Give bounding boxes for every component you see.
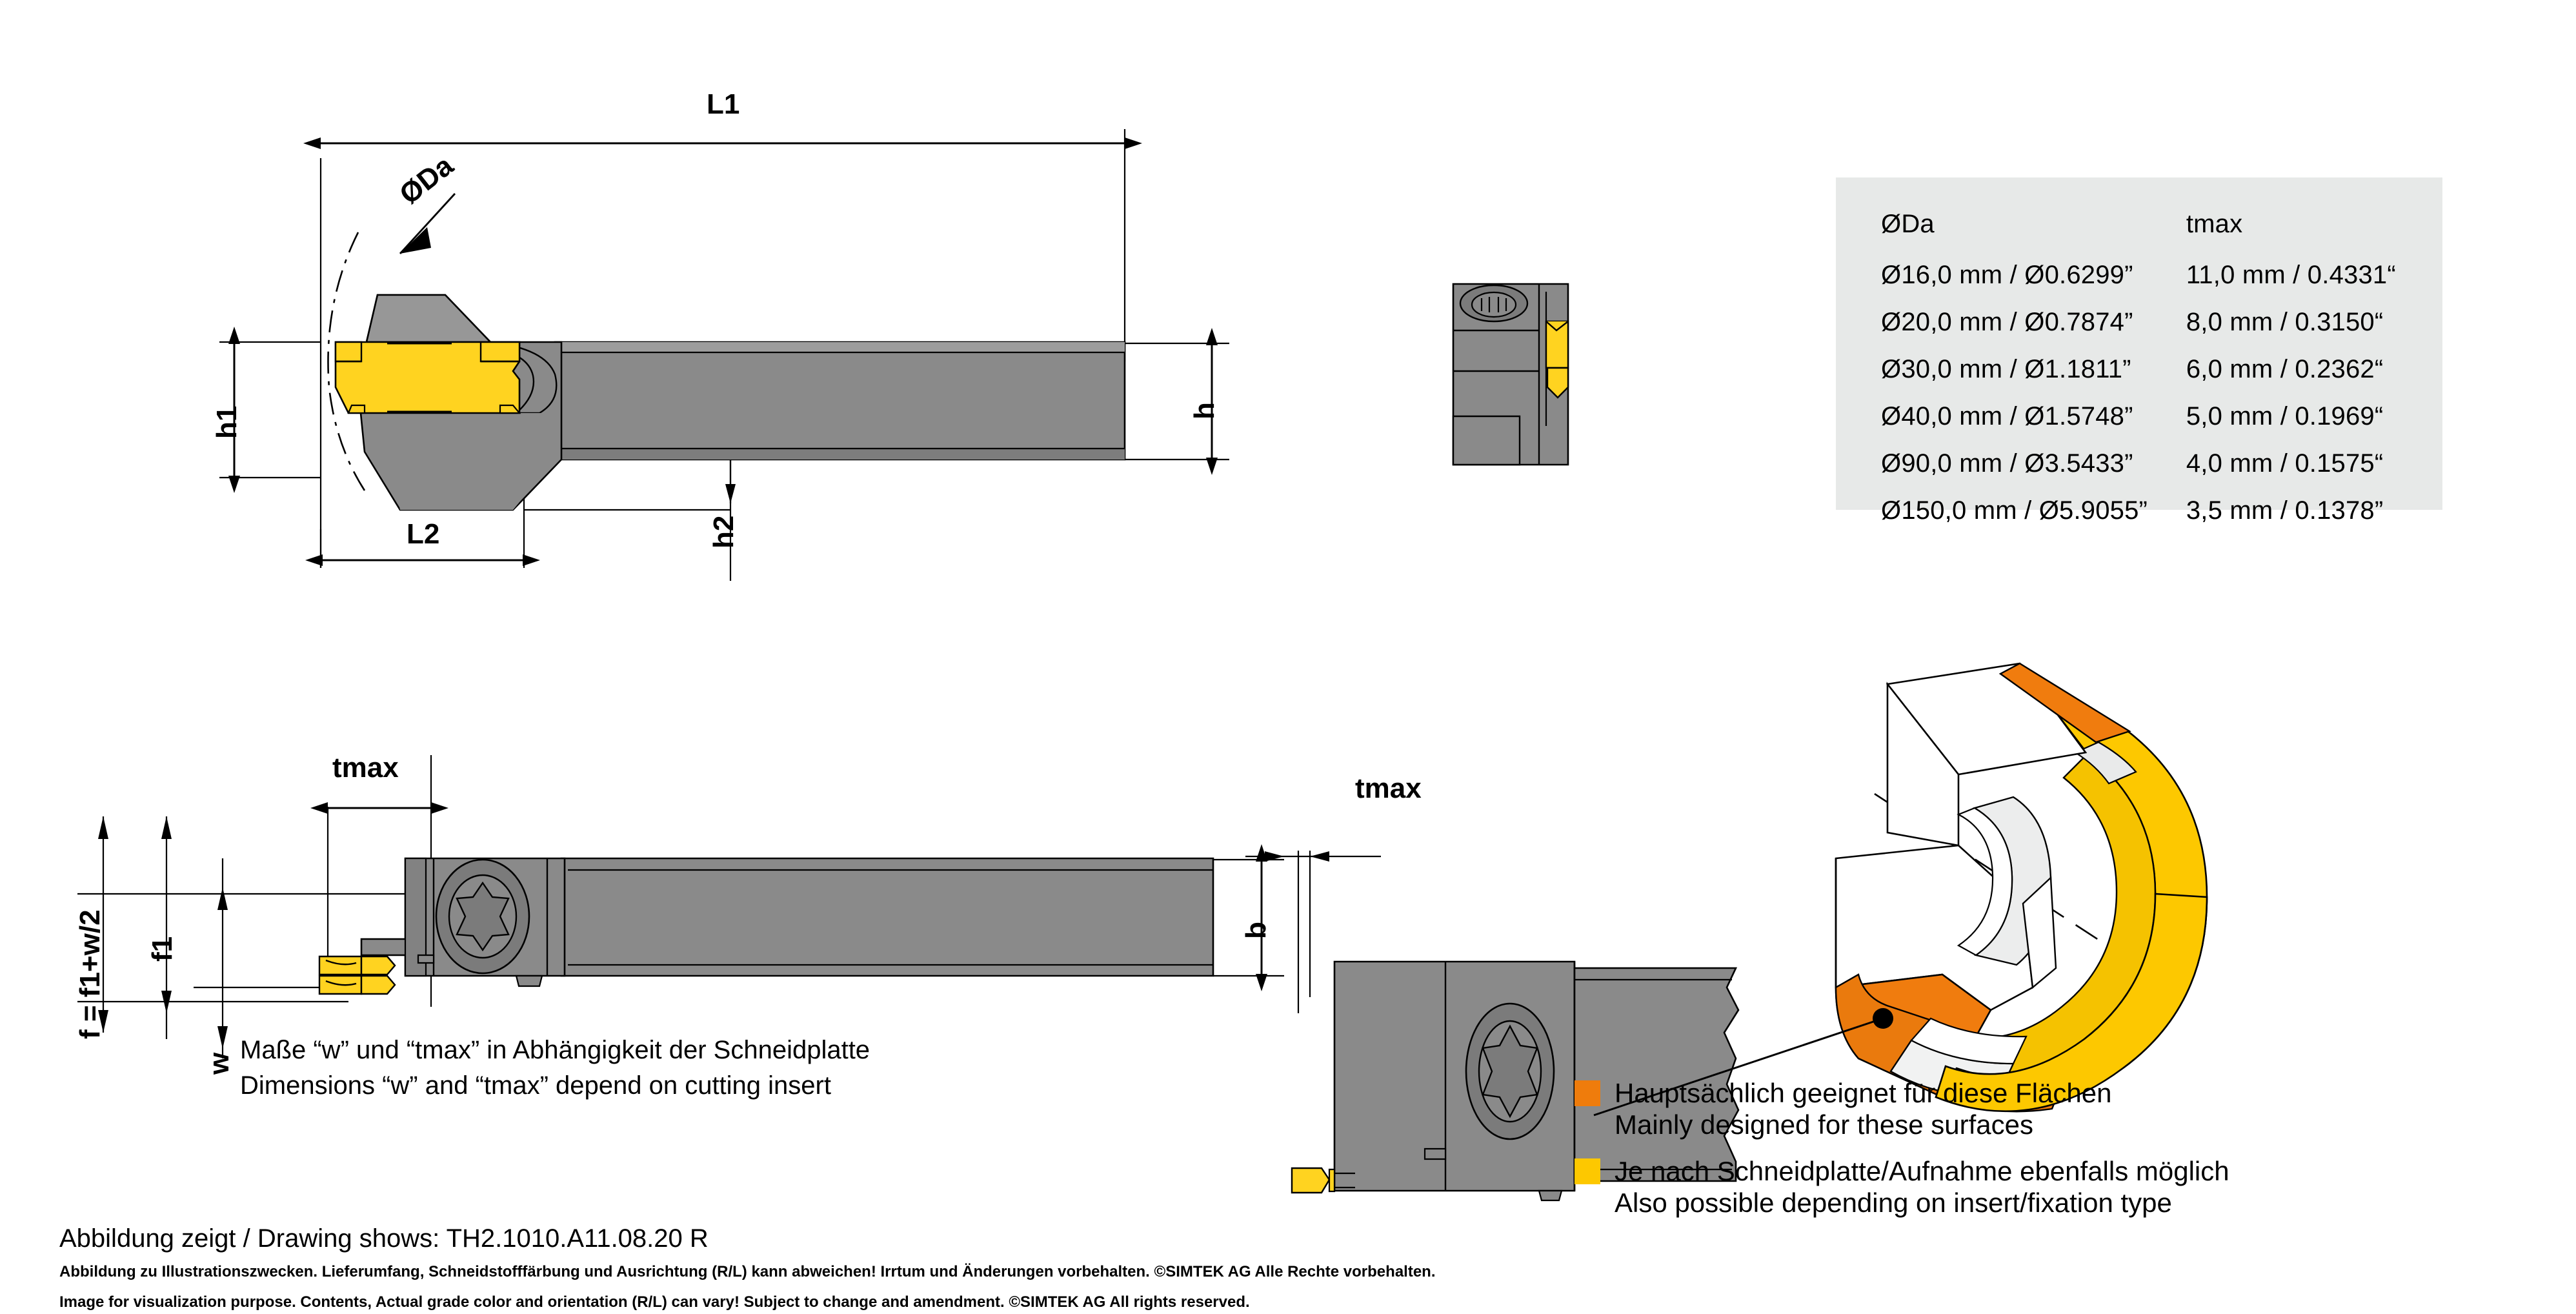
top-front-view xyxy=(1452,283,1569,466)
legend-item-secondary: Je nach Schneidplatte/Aufnahme ebenfalls… xyxy=(1575,1156,2517,1218)
legend-primary-en: Mainly designed for these surfaces xyxy=(1615,1109,2034,1140)
spec-cell-oda: Ø20,0 mm / Ø0.7874” xyxy=(1881,308,2133,336)
footer: Abbildung zeigt / Drawing shows: TH2.101… xyxy=(59,1224,1436,1314)
dimension-label-f: f = f1+w/2 xyxy=(74,909,106,1039)
dimension-label-h1: h1 xyxy=(211,405,243,439)
bottom-left-top-view xyxy=(77,755,1284,1058)
top-left-side-view xyxy=(219,129,1229,581)
spec-cell-tmax: 5,0 mm / 0.1969“ xyxy=(2186,402,2384,430)
spec-cell-tmax: 11,0 mm / 0.4331“ xyxy=(2186,261,2396,289)
dimension-label-h: h xyxy=(1189,402,1220,419)
table-row: Ø90,0 mm / Ø3.5433” 4,0 mm / 0.1575“ xyxy=(1881,449,2442,478)
table-row: Ø30,0 mm / Ø1.1811” 6,0 mm / 0.2362“ xyxy=(1881,355,2442,384)
spec-cell-tmax: 4,0 mm / 0.1575“ xyxy=(2186,449,2384,478)
legend-secondary-de: Je nach Schneidplatte/Aufnahme ebenfalls… xyxy=(1615,1156,2229,1187)
legend-item-primary: Hauptsächlich geeignet für diese Flächen… xyxy=(1575,1078,2517,1140)
insert-note-en: Dimensions “w” and “tmax” depend on cutt… xyxy=(240,1071,831,1100)
dimension-label-w: w xyxy=(203,1052,235,1075)
spec-cell-tmax: 6,0 mm / 0.2362“ xyxy=(2186,355,2384,383)
spec-cell-oda: Ø150,0 mm / Ø5.9055” xyxy=(1881,496,2148,525)
spec-cell-oda: Ø90,0 mm / Ø3.5433” xyxy=(1881,449,2133,478)
table-row: Ø20,0 mm / Ø0.7874” 8,0 mm / 0.3150“ xyxy=(1881,308,2442,337)
spec-cell-oda: Ø40,0 mm / Ø1.5748” xyxy=(1881,402,2133,430)
spec-cell-oda: Ø16,0 mm / Ø0.6299” xyxy=(1881,261,2133,289)
isometric-workpiece-illustration xyxy=(1593,662,2208,1117)
dimension-label-b: b xyxy=(1240,922,1272,939)
bottom-middle-front-view xyxy=(1245,851,1740,1202)
spec-table-header-row: ØDa tmax xyxy=(1881,210,2442,239)
spec-cell-tmax: 8,0 mm / 0.3150“ xyxy=(2186,308,2384,336)
dimension-label-tmax-middle: tmax xyxy=(1355,773,1422,804)
dimension-label-f1: f1 xyxy=(146,936,178,962)
table-row: Ø40,0 mm / Ø1.5748” 5,0 mm / 0.1969“ xyxy=(1881,402,2442,431)
insert-dimension-note: Maße “w” und “tmax” in Abhängigkeit der … xyxy=(240,1033,870,1104)
footer-disclaimer-de: Abbildung zu Illustrationszwecken. Liefe… xyxy=(59,1263,1436,1280)
surface-legend: Hauptsächlich geeignet für diese Flächen… xyxy=(1575,1078,2517,1235)
dimension-label-l2: L2 xyxy=(407,518,440,550)
footer-drawing-reference: Abbildung zeigt / Drawing shows: TH2.101… xyxy=(59,1224,709,1253)
legend-swatch-orange-icon xyxy=(1575,1080,1600,1106)
legend-primary-de: Hauptsächlich geeignet für diese Flächen xyxy=(1615,1078,2112,1108)
spec-header-tmax: tmax xyxy=(2186,210,2243,238)
dimension-label-h2: h2 xyxy=(708,515,740,549)
spec-table: ØDa tmax Ø16,0 mm / Ø0.6299” 11,0 mm / 0… xyxy=(1836,177,2442,525)
dimension-label-tmax-left: tmax xyxy=(332,752,399,783)
table-row: Ø150,0 mm / Ø5.9055” 3,5 mm / 0.1378” xyxy=(1881,496,2442,525)
legend-swatch-yellow-icon xyxy=(1575,1158,1600,1185)
legend-secondary-en: Also possible depending on insert/fixati… xyxy=(1615,1188,2172,1218)
insert-note-de: Maße “w” und “tmax” in Abhängigkeit der … xyxy=(240,1036,870,1064)
table-row: Ø16,0 mm / Ø0.6299” 11,0 mm / 0.4331“ xyxy=(1881,261,2442,290)
spec-cell-oda: Ø30,0 mm / Ø1.1811” xyxy=(1881,355,2131,383)
spec-cell-tmax: 3,5 mm / 0.1378” xyxy=(2186,496,2384,525)
dimension-label-l1: L1 xyxy=(707,88,740,120)
spec-header-oda: ØDa xyxy=(1881,210,1935,238)
